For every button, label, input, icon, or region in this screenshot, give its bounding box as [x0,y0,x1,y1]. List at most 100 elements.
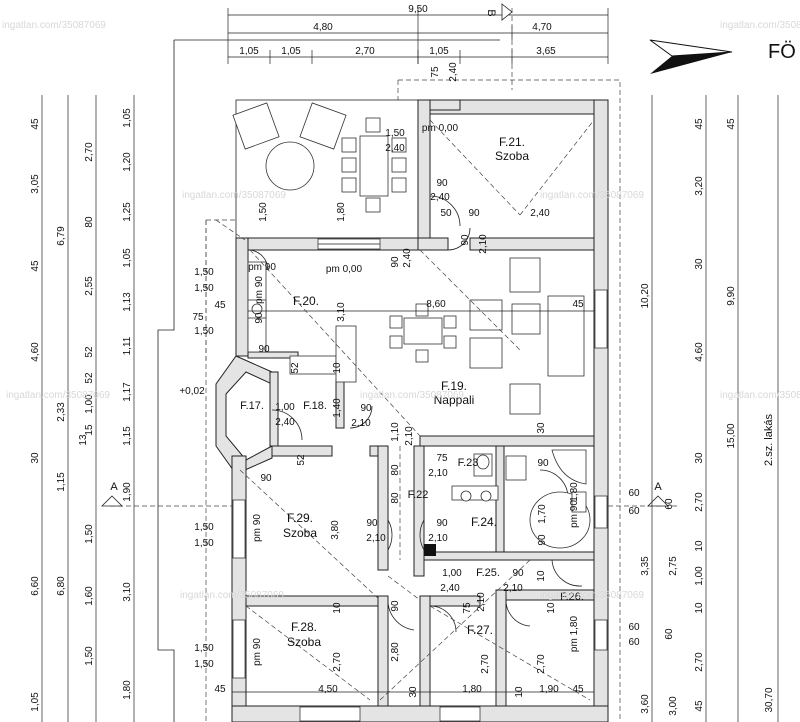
dim: 3,35 [640,556,651,576]
dim: 1,50 [194,643,214,654]
dim: 45 [30,260,41,272]
diagonal-guide-lines [205,119,595,701]
dim: 2,10 [428,533,448,544]
dim: 75 [436,453,448,464]
level-label: pm 90 [569,500,580,528]
dim: 90 [512,568,524,579]
dim: 50 [440,208,452,219]
room-code-f29: F.29. [287,511,313,525]
room-code-f28: F.28. [291,620,317,634]
apartment-label: 2.sz. lakás [763,414,775,466]
dim: 45 [30,118,41,130]
site-outline [157,39,621,722]
level-label: pm 90 [254,276,265,304]
dim: 3,20 [694,176,705,196]
watermark: ingatlan.com/35087069 [720,20,800,31]
dim: 6,80 [56,576,67,596]
dim: 1,05 [30,692,41,712]
level-label: pm 90 [252,638,263,666]
watermark: ingatlan.com/35087069 [6,390,110,401]
dim: 4,50 [318,684,338,695]
dim: 2,10 [503,583,523,594]
dim: 1,00 [275,402,295,413]
kitchen-counter [247,261,357,383]
dim-right-width: 4,70 [532,22,552,33]
dim: 80 [390,464,401,476]
dim: 13 [78,434,89,446]
dim: 1,60 [84,586,95,606]
dim: 90 [360,403,372,414]
dim: 1,50 [385,128,405,139]
room-name-f19: Nappali [434,393,475,407]
dim: 6,79 [56,226,67,246]
dim: 2,10 [428,468,448,479]
level-label: +0,02 [179,386,205,397]
section-label-a-left: A [110,481,118,493]
dim: 3,80 [330,520,341,540]
dim: 30 [694,258,705,270]
room-code-f25: F.25. [476,567,500,579]
right-dimension-columns: 45 3,20 30 4,60 30 2,70 10 1,00 10 2,70 … [640,95,779,722]
dim: 2,40 [402,248,413,268]
dim: 1,05 [122,108,133,128]
compass-label: FÖ [768,41,796,63]
dim: 10 [514,686,525,698]
dim: 2,80 [390,642,401,662]
dim: 2,40 [430,192,450,203]
section-label-b: B [485,9,497,16]
dim: 2,70 [332,652,343,672]
dim: 2,40 [448,62,459,82]
dim: 60 [664,498,675,510]
dim: 10 [332,602,343,614]
dim: 30 [536,422,547,434]
room-name-f29: Szoba [283,526,317,540]
dim: 1,80 [336,202,347,222]
dim: 90 [258,344,270,355]
left-dimension-columns: 45 3,05 45 4,60 2,33 30 1,15 6,60 1,05 6… [30,95,135,722]
dim: 1,00 [694,566,705,586]
dim: 4,60 [30,342,41,362]
room-code-f24: F.24. [471,515,497,529]
dim: 1,05 [122,248,133,268]
watermark: ingatlan.com/35087069 [180,590,284,601]
dim: 3,10 [336,302,347,322]
dim: 2,33 [56,402,67,422]
dim: 1,10 [390,422,401,442]
room-code-f26: F.26. [560,591,584,603]
dim: 90 [468,208,480,219]
dim: 1,90 [539,684,559,695]
dim: 2,40 [385,143,405,154]
dim-segment: 1,05 [281,46,301,57]
plan-annotations: pm 0,00 1,50 2,40 1,50 1,80 75 2,40 90 2… [179,62,675,698]
room-labels: F.21. Szoba F.20. F.19. Nappali F.17. F.… [240,135,584,649]
dim: 1,20 [122,152,133,172]
level-label: pm 1,80 [569,615,580,652]
bathroom-fixtures [451,449,591,549]
dim: 52 [296,454,307,466]
dim-segment: 3,65 [536,46,556,57]
level-label: pm 90 [248,262,276,273]
room-code-f20: F.20. [293,294,319,308]
section-mark-b: B [485,3,513,90]
dim-left-width: 4,80 [313,22,333,33]
watermark: ingatlan.com/35087069 [540,190,644,201]
dim-living-width: 8,60 [426,299,446,310]
watermarks: ingatlan.com/35087069 ingatlan.com/35087… [2,20,800,601]
dim: 2,75 [668,556,679,576]
dim: 9,90 [726,286,737,306]
dim-segment: 1,05 [239,46,259,57]
room-code-f21: F.21. [499,135,525,149]
watermark: ingatlan.com/35087069 [360,390,464,401]
dim: 1,50 [194,283,214,294]
dim: 15,00 [726,423,737,448]
dim: 75 [430,66,441,78]
dim: 1,50 [258,202,269,222]
dim: 90 [390,256,401,268]
dim: 60 [628,506,640,517]
dim: 10 [536,570,547,582]
dim: 90 [390,600,401,612]
dim: 75 [462,602,473,614]
dim-total-width: 9,50 [408,4,428,15]
section-mark-a: A A [101,481,680,507]
